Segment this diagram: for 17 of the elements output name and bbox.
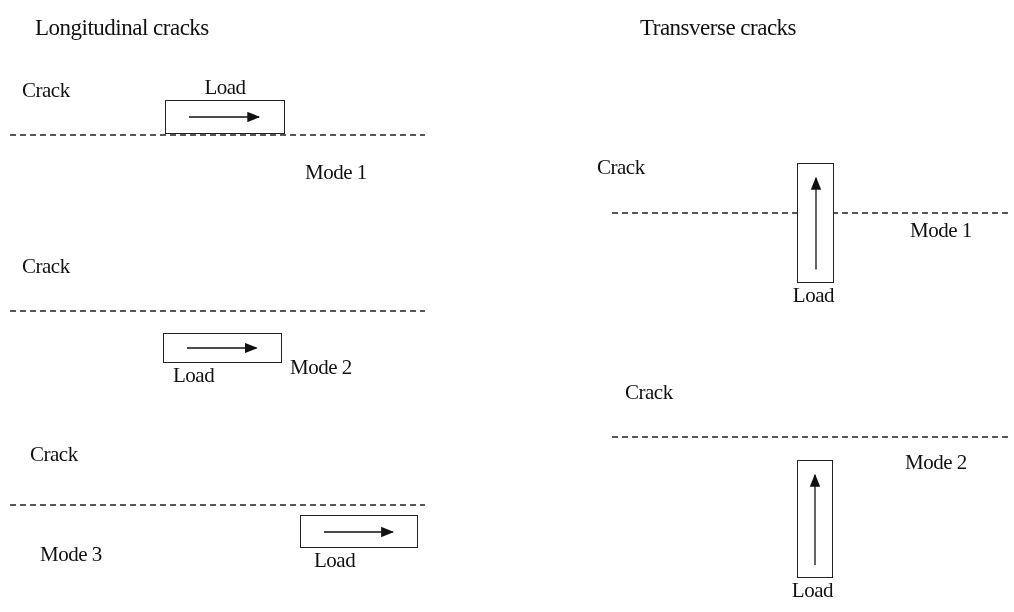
text-label: Mode 1 [910, 218, 972, 244]
column-heading: Longitudinal cracks [35, 14, 209, 42]
text-label: Mode 2 [905, 450, 967, 476]
load-label: Load [791, 578, 833, 604]
text-label: Crack [22, 78, 70, 104]
text-label: Crack [22, 254, 70, 280]
load-label: Load [792, 283, 834, 309]
text-label: Mode 1 [305, 160, 367, 186]
text-label: Crack [625, 380, 673, 406]
load-label: Load [204, 75, 246, 101]
text-label: Mode 3 [40, 542, 102, 568]
text-label: Mode 2 [290, 355, 352, 381]
load-label: Load [173, 363, 215, 389]
column-heading: Transverse cracks [640, 14, 797, 42]
text-label: Crack [597, 155, 645, 181]
load-label: Load [314, 548, 356, 574]
text-label: Crack [30, 442, 78, 468]
